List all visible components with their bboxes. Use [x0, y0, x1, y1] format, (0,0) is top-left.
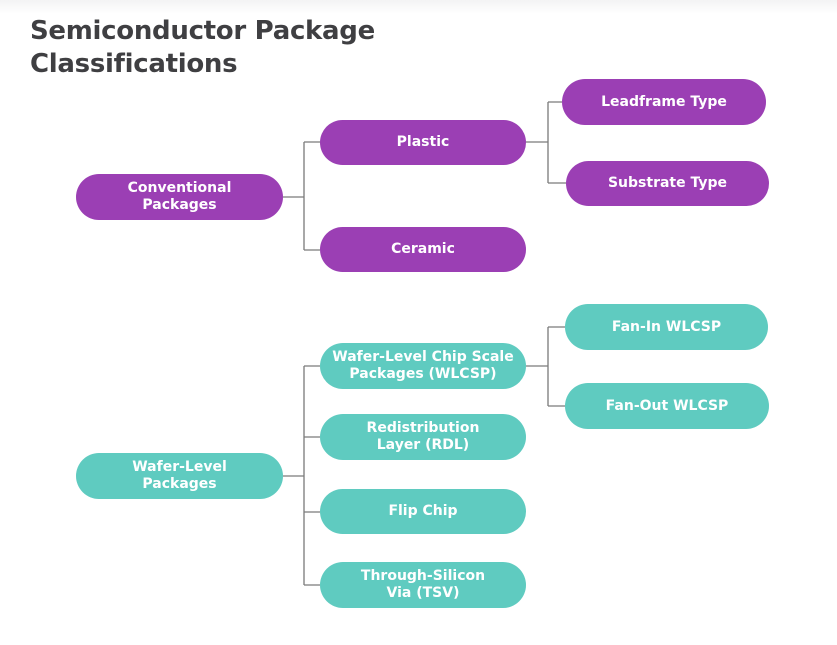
- node-through-silicon-via: Through-Silicon Via (TSV): [320, 562, 526, 608]
- node-ceramic: Ceramic: [320, 227, 526, 272]
- top-strip: [0, 0, 837, 14]
- node-leadframe-type: Leadframe Type: [562, 79, 766, 125]
- connector-conventional: [283, 141, 320, 251]
- node-substrate-type: Substrate Type: [566, 161, 769, 206]
- node-conventional-packages: Conventional Packages: [76, 174, 283, 220]
- node-redistribution-layer: Redistribution Layer (RDL): [320, 414, 526, 460]
- node-wlcsp: Wafer-Level Chip Scale Packages (WLCSP): [320, 343, 526, 389]
- node-fan-out-wlcsp: Fan-Out WLCSP: [565, 383, 769, 429]
- node-wafer-level-packages: Wafer-Level Packages: [76, 453, 283, 499]
- node-fan-in-wlcsp: Fan-In WLCSP: [565, 304, 768, 350]
- connector-wlcsp: [526, 326, 565, 407]
- page-title: Semiconductor Package Classifications: [30, 16, 375, 79]
- connector-wafer-level: [283, 365, 320, 586]
- connector-plastic: [526, 101, 566, 184]
- node-flip-chip: Flip Chip: [320, 489, 526, 534]
- node-plastic: Plastic: [320, 120, 526, 165]
